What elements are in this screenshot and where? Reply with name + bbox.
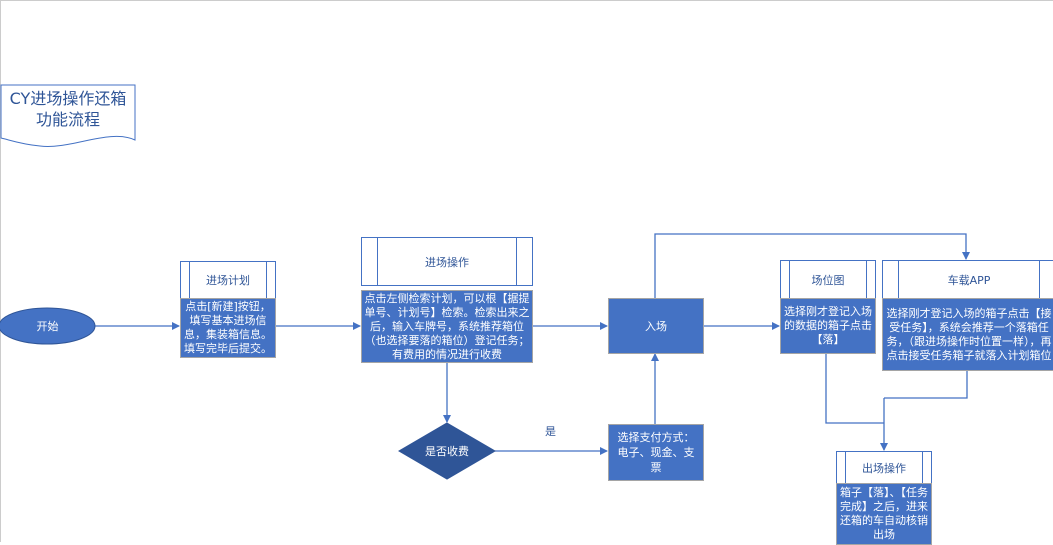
plan-header: 进场计划 — [180, 261, 276, 299]
line-yardmap-exit — [825, 353, 884, 424]
plan-body: 点击[新建]按钮，填写基本进场信息，集装箱信息。填写完毕后提交。 — [180, 298, 276, 358]
entry-op-body: 点击左侧检索计划，可以根【据提单号、计划号】检索。检索出来之后，输入车牌号，系统… — [361, 290, 533, 363]
title-line2: 功能流程 — [35, 110, 100, 129]
payment-process: 选择支付方式：电子、现金、支票 — [608, 424, 704, 481]
exit-op-header: 出场操作 — [836, 451, 932, 484]
fee-decision-label: 是否收费 — [425, 445, 469, 458]
arrow-enter-app — [654, 233, 970, 298]
start-terminator — [0, 307, 96, 345]
fee-decision-diamond — [398, 422, 496, 480]
yes-label: 是 — [545, 425, 556, 438]
enter-process: 入场 — [608, 298, 704, 354]
yard-map-header: 场位图 — [780, 260, 876, 299]
yard-map-body: 选择刚才登记入场的数据的箱子点击【落】 — [780, 298, 876, 354]
diagram-title: CY进场操作还箱 功能流程 — [4, 88, 132, 130]
title-line1: CY进场操作还箱 — [9, 89, 127, 108]
vehicle-app-body: 选择刚才登记入场的箱子点击【接受任务】，系统会推荐一个落箱任务，（跟进场操作时位… — [882, 298, 1053, 371]
start-label: 开始 — [36, 320, 59, 333]
line-app-exit — [884, 371, 968, 399]
entry-op-header: 进场操作 — [361, 237, 533, 286]
vehicle-app-header: 车载APP — [882, 260, 1053, 299]
title-document-shape — [0, 84, 136, 147]
exit-op-body: 箱子【落】、【任务完成】之后，进来还箱的车自动核销出场 — [836, 483, 932, 545]
